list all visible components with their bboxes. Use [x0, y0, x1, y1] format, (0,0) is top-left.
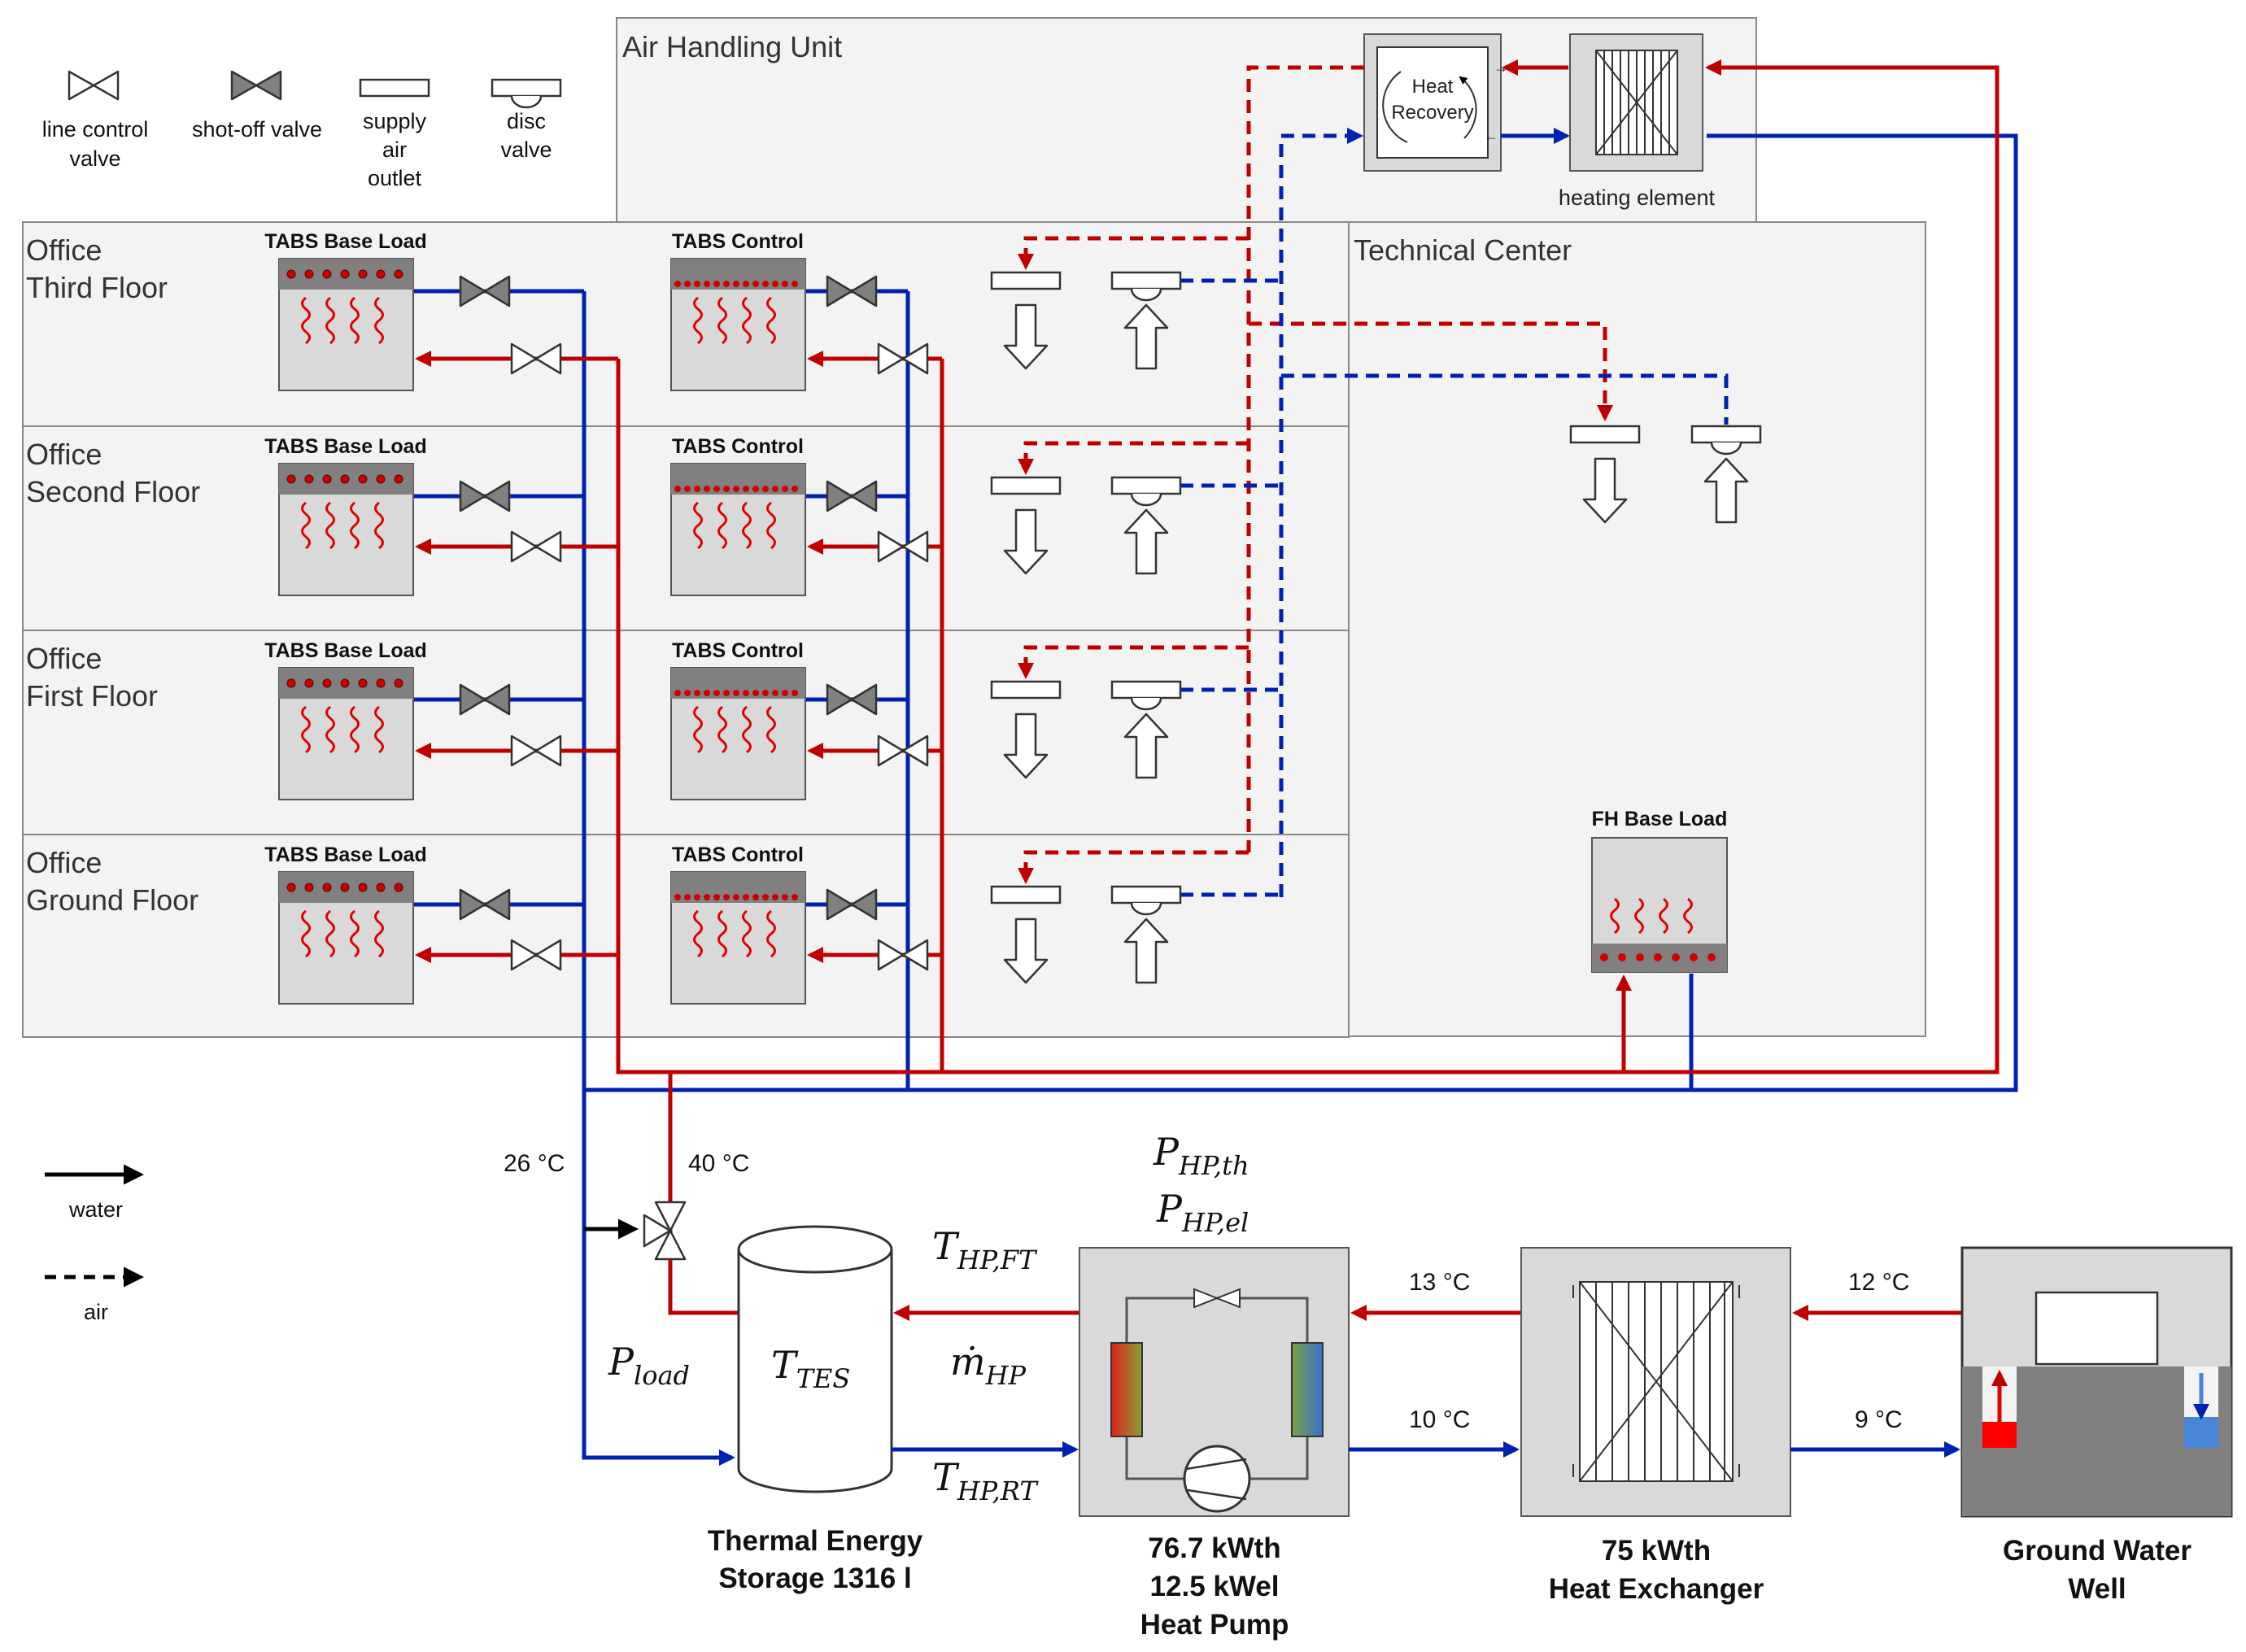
heat-exchanger: 75 kWth Heat Exchanger — [1520, 1247, 1791, 1605]
legend-disc-label-2: valve — [500, 137, 552, 162]
temperature-labels: 26 °C 40 °C 13 °C 10 °C 12 °C 9 °C — [504, 1150, 1909, 1433]
temp-hp-to-hx: 10 °C — [1409, 1406, 1470, 1433]
heat-exchanger-label-2: Heat Exchanger — [1549, 1573, 1764, 1605]
tes-label-2: Storage 1316 l — [718, 1563, 911, 1594]
tabs-base-ground — [277, 870, 415, 1005]
legend-air-label: air — [84, 1300, 108, 1324]
heating-element-label: heating element — [1559, 185, 1716, 210]
well-label-2: Well — [2068, 1573, 2126, 1605]
tabs-base-label-third: TABS Base Load — [264, 230, 427, 253]
tabs-control-first — [669, 666, 807, 801]
p-hp-th-symbol: PHP,th — [1153, 1130, 1249, 1181]
office-zones — [22, 221, 1350, 1038]
fh-base-load-label: FH Base Load — [1592, 808, 1728, 830]
air-handling-unit-zone: Air Handling Unit — [616, 17, 1757, 224]
ahu-title: Air Handling Unit — [622, 30, 842, 63]
floor-labels: Office Third Floor Office Second Floor O… — [26, 233, 200, 917]
legend: line control valve shot-off valve supply… — [42, 70, 562, 1324]
legend-line-control-label-1: line control — [42, 117, 149, 142]
tes-label-1: Thermal Energy — [708, 1525, 923, 1557]
tabs-control-third — [669, 257, 807, 392]
tabs-base-label-first: TABS Base Load — [264, 639, 427, 662]
tabs-control-label-ground: TABS Control — [672, 843, 804, 866]
svg-text:←: ← — [1484, 128, 1498, 144]
fh-base-load: FH Base Load — [1591, 808, 1728, 973]
legend-water-line: water — [45, 1164, 144, 1222]
temp-supply-building: 40 °C — [688, 1150, 749, 1177]
legend-supply-air-outlet: supply air outlet — [359, 78, 430, 190]
legend-line-control-label-2: valve — [69, 146, 120, 171]
tabs-base-third — [277, 257, 415, 392]
legend-shut-off-valve: shot-off valve — [192, 70, 322, 142]
temp-hx-to-hp: 13 °C — [1409, 1269, 1470, 1296]
heat-pump-label-3: Heat Pump — [1140, 1609, 1289, 1641]
legend-line-control-valve: line control valve — [42, 70, 149, 171]
legend-supply-label-1: supply — [363, 109, 427, 133]
temp-well-supply: 12 °C — [1848, 1269, 1909, 1296]
legend-disc-label-1: disc — [507, 109, 546, 133]
legend-disc-valve: disc valve — [491, 78, 562, 162]
hp-hx-pipes — [1349, 1305, 1521, 1458]
tabs-labels: TABS Base Load TABS Control TABS Base Lo… — [264, 230, 804, 866]
tabs-base-first — [277, 666, 415, 801]
tes-hp-pipes — [892, 1305, 1079, 1458]
temp-return-building: 26 °C — [504, 1150, 565, 1177]
heat-pump: 76.7 kWth 12.5 kWel Heat Pump — [1079, 1247, 1350, 1641]
m-hp-symbol: ṁHP — [950, 1340, 1027, 1391]
floor-third-line1: Office — [26, 233, 102, 267]
tabs-base-second — [277, 462, 415, 597]
p-load-symbol: Pload — [608, 1340, 690, 1391]
floor-first-line2: First Floor — [26, 679, 158, 713]
well-label-1: Ground Water — [2003, 1535, 2191, 1567]
svg-text:→: → — [1494, 59, 1508, 76]
legend-supply-label-3: outlet — [368, 166, 422, 190]
hx-well-pipes — [1790, 1305, 1962, 1458]
legend-air-line: air — [45, 1266, 144, 1324]
heating-element: heating element — [1559, 33, 1716, 210]
heat-recovery-label-2: Recovery — [1391, 102, 1473, 124]
heat-pump-label-1: 76.7 kWth — [1148, 1532, 1280, 1564]
tabs-control-second — [669, 462, 807, 597]
legend-water-label: water — [68, 1197, 123, 1222]
heat-recovery-unit: Heat Recovery — [1363, 33, 1502, 172]
air-exhaust-ducts — [1180, 128, 1729, 897]
p-hp-el-symbol: PHP,el — [1156, 1187, 1249, 1238]
heat-recovery-label-1: Heat — [1412, 76, 1454, 98]
heat-pump-label-2: 12.5 kWel — [1150, 1571, 1280, 1602]
t-hp-ft-symbol: THP,FT — [932, 1224, 1038, 1275]
technical-center-title: Technical Center — [1354, 233, 1572, 267]
expansion-valve — [1193, 1288, 1241, 1309]
heat-recovery-arc-icon — [1382, 71, 1408, 143]
mixing-valve — [584, 1074, 687, 1261]
tabs-control-label-first: TABS Control — [672, 639, 804, 662]
floor-ground-line1: Office — [26, 846, 102, 879]
heat-exchanger-label-1: 75 kWth — [1602, 1535, 1711, 1567]
ground-water-well: Ground Water Well — [1960, 1246, 2233, 1605]
t-hp-rt-symbol: THP,RT — [932, 1455, 1039, 1506]
legend-supply-label-2: air — [382, 137, 407, 162]
tabs-control-ground — [669, 870, 807, 1005]
ahu-internal-arrows: → ← — [1484, 59, 1570, 144]
tabs-base-label-second: TABS Base Load — [264, 435, 427, 458]
floor-second-line1: Office — [26, 438, 102, 471]
tabs-base-label-ground: TABS Base Load — [264, 843, 427, 866]
legend-shut-off-label: shot-off valve — [192, 117, 322, 142]
floor-ground-line2: Ground Floor — [26, 883, 198, 917]
floor-third-line2: Third Floor — [26, 271, 168, 304]
tabs-control-label-second: TABS Control — [672, 435, 804, 458]
tabs-control-label-third: TABS Control — [672, 230, 804, 253]
t-tes-symbol: TTES — [771, 1343, 850, 1394]
air-supply-ducts — [1018, 65, 1613, 884]
floor-first-line1: Office — [26, 642, 102, 675]
thermal-energy-storage: TTES Thermal Energy Storage 1316 l — [708, 1225, 923, 1594]
condenser — [1110, 1342, 1143, 1437]
compressor-icon — [1183, 1445, 1251, 1513]
temp-well-return: 9 °C — [1855, 1406, 1903, 1433]
floor-second-line2: Second Floor — [26, 475, 200, 508]
evaporator — [1291, 1342, 1324, 1437]
